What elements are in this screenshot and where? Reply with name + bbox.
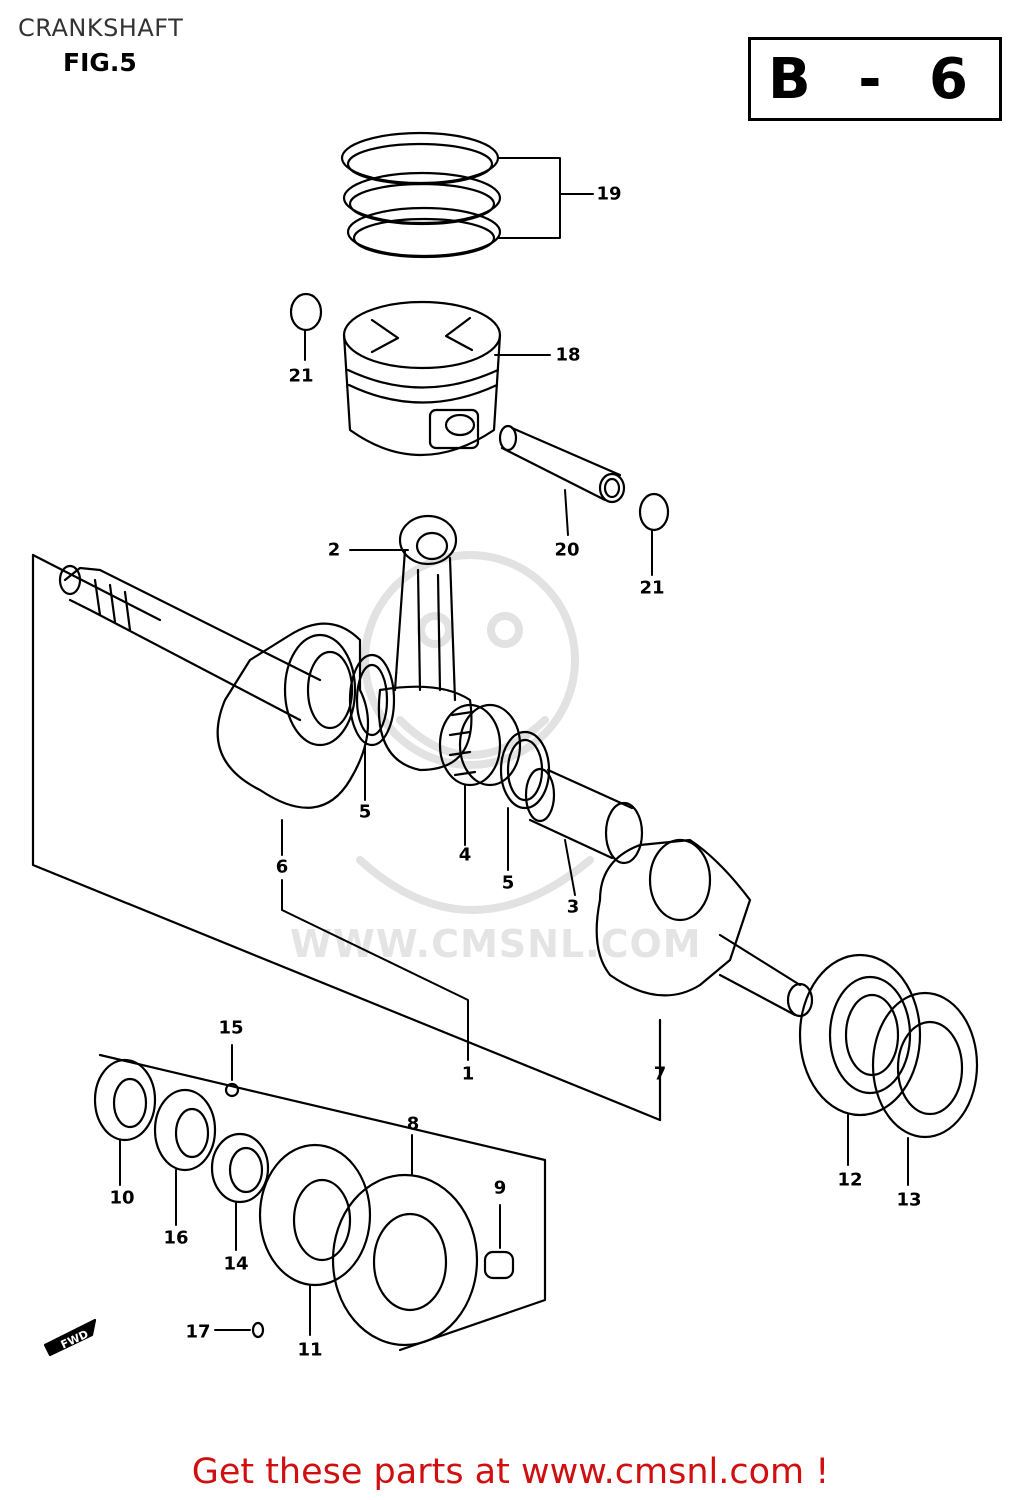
footer-link-text[interactable]: Get these parts at www.cmsnl.com !: [191, 1452, 830, 1492]
connecting-rod: [377, 514, 473, 772]
needle-bearing: [438, 703, 522, 787]
label-part-2: 2: [327, 539, 341, 561]
label-part-7: 7: [653, 1063, 667, 1085]
label-part-16: 16: [163, 1227, 189, 1249]
label-part-9: 9: [493, 1177, 507, 1199]
watermark-text: WWW.CMSNL.COM: [290, 922, 702, 966]
right-bearing: [798, 953, 922, 1117]
label-part-19: 19: [596, 183, 622, 205]
label-part-17: 17: [185, 1321, 211, 1343]
label-part-20: 20: [554, 539, 580, 561]
label-part-3: 3: [566, 896, 580, 918]
label-part-11: 11: [297, 1339, 323, 1361]
piston-rings: [340, 131, 502, 259]
label-part-13: 13: [896, 1189, 922, 1211]
label-part-18: 18: [555, 344, 581, 366]
left-crank-web: [58, 564, 370, 809]
fwd-arrow-icon: FWD: [43, 1318, 97, 1357]
label-part-4: 4: [458, 844, 472, 866]
label-part-5-left: 5: [358, 801, 372, 823]
spacer-16: [153, 1088, 217, 1172]
label-part-15: 15: [218, 1017, 244, 1039]
part-17: [251, 1321, 265, 1339]
label-part-21-right: 21: [639, 577, 665, 599]
bearing-11: [258, 1143, 372, 1287]
label-part-21-left: 21: [288, 365, 314, 387]
piston-pin: [498, 424, 626, 504]
label-part-5-right: 5: [501, 872, 515, 894]
assembly-outline: [31, 553, 662, 1352]
section-code-box: B - 6: [748, 37, 1002, 121]
label-part-1: 1: [461, 1063, 475, 1085]
label-part-10: 10: [109, 1187, 135, 1209]
label-part-8: 8: [406, 1113, 420, 1135]
label-part-6: 6: [275, 856, 289, 878]
left-bearing: [93, 1058, 157, 1142]
right-crank-web: [595, 838, 814, 1018]
oil-seal: [871, 991, 979, 1139]
label-part-14: 14: [223, 1253, 249, 1275]
page-title: CRANKSHAFT: [18, 14, 184, 42]
pin-15: [224, 1082, 240, 1098]
label-part-12: 12: [837, 1169, 863, 1191]
watermark-logo: [356, 551, 594, 914]
piston: [342, 300, 502, 456]
crank-pin: [524, 767, 644, 865]
key-9: [483, 1250, 515, 1280]
circlips: [289, 292, 670, 532]
figure-number: FIG.5: [63, 48, 137, 77]
primary-gear: [331, 1173, 479, 1347]
bearing-14: [210, 1132, 270, 1204]
leader-lines: [119, 157, 909, 1336]
